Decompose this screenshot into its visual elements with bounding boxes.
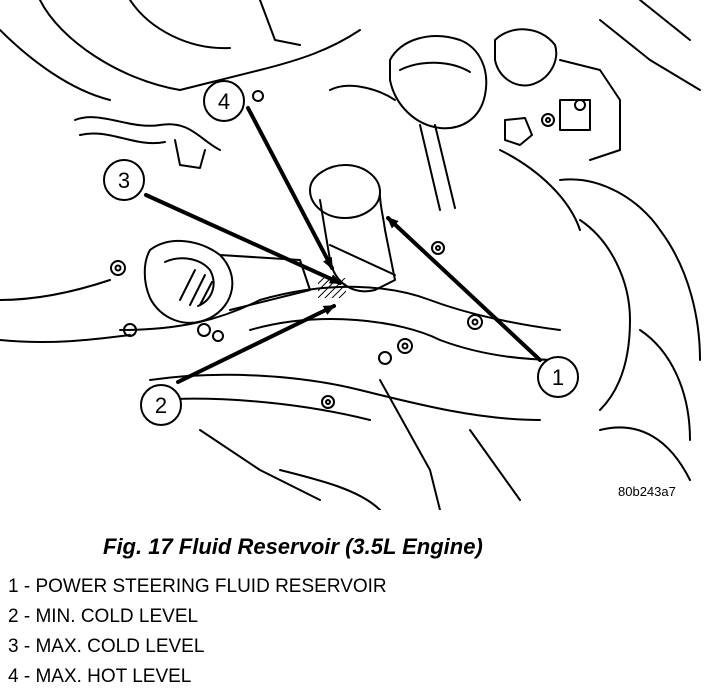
leader-arrows [144, 106, 542, 384]
legend-item: 1 - POWER STEERING FLUID RESERVOIR [8, 576, 387, 597]
engine-diagram: 1 2 3 4 [0, 0, 701, 510]
svg-text:1: 1 [552, 365, 564, 390]
legend-list: 1 - POWER STEERING FLUID RESERVOIR 2 - M… [8, 576, 387, 696]
leader-arrow-4 [246, 106, 334, 270]
leader-arrow-2 [176, 304, 336, 384]
legend-item: 4 - MAX. HOT LEVEL [8, 666, 192, 687]
callout-2: 2 [140, 384, 182, 426]
callout-4: 4 [203, 80, 245, 122]
figure-caption: Fig. 17 Fluid Reservoir (3.5L Engine) [103, 534, 483, 559]
callout-1: 1 [537, 356, 579, 398]
svg-text:4: 4 [218, 89, 230, 114]
legend-item: 3 - MAX. COLD LEVEL [8, 636, 205, 657]
callout-3: 3 [103, 159, 145, 201]
figure-reference-id: 80b243a7 [618, 484, 676, 499]
svg-text:2: 2 [155, 393, 167, 418]
legend-item: 2 - MIN. COLD LEVEL [8, 606, 199, 627]
svg-text:3: 3 [118, 168, 130, 193]
engine-line-art [0, 0, 701, 510]
leader-arrow-1 [386, 216, 542, 362]
leader-arrow-3 [144, 193, 342, 285]
